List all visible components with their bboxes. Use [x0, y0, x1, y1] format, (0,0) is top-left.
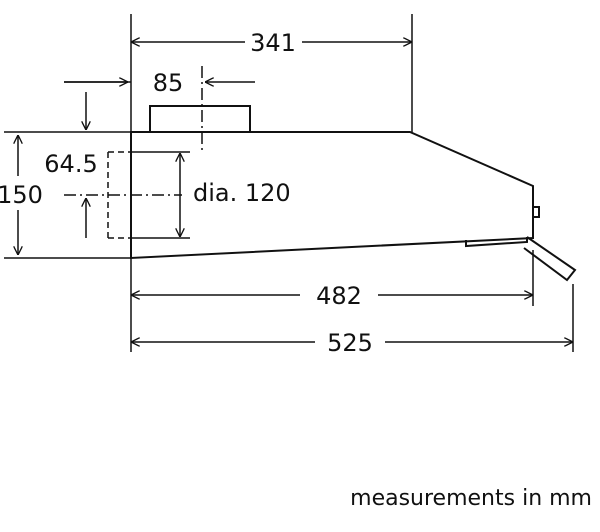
hood-outline — [130, 105, 577, 282]
dimension-label-duct-diameter: dia. 120 — [193, 179, 291, 207]
dimension-85: 85 — [64, 69, 255, 97]
dimension-341: 341 — [131, 29, 412, 57]
dimension-label-outlet-width: 85 — [153, 69, 184, 97]
dimension-482: 482 — [131, 282, 533, 310]
units-caption: measurements in mm — [350, 486, 592, 511]
dimension-150: 150 — [0, 135, 43, 255]
dimension-label-outlet-offset: 64.5 — [44, 150, 97, 178]
duct-hidden-lines — [64, 66, 203, 239]
dimension-label-total-depth: 525 — [327, 329, 373, 357]
dimension-64-5: 64.5 — [44, 92, 98, 238]
dimension-label-height: 150 — [0, 181, 43, 209]
dimension-525: 525 — [131, 329, 573, 357]
dimension-label-top-width: 341 — [250, 29, 296, 57]
dimension-dia-120: dia. 120 — [180, 153, 291, 237]
dimension-label-body-depth: 482 — [316, 282, 362, 310]
extension-lines — [4, 14, 574, 352]
